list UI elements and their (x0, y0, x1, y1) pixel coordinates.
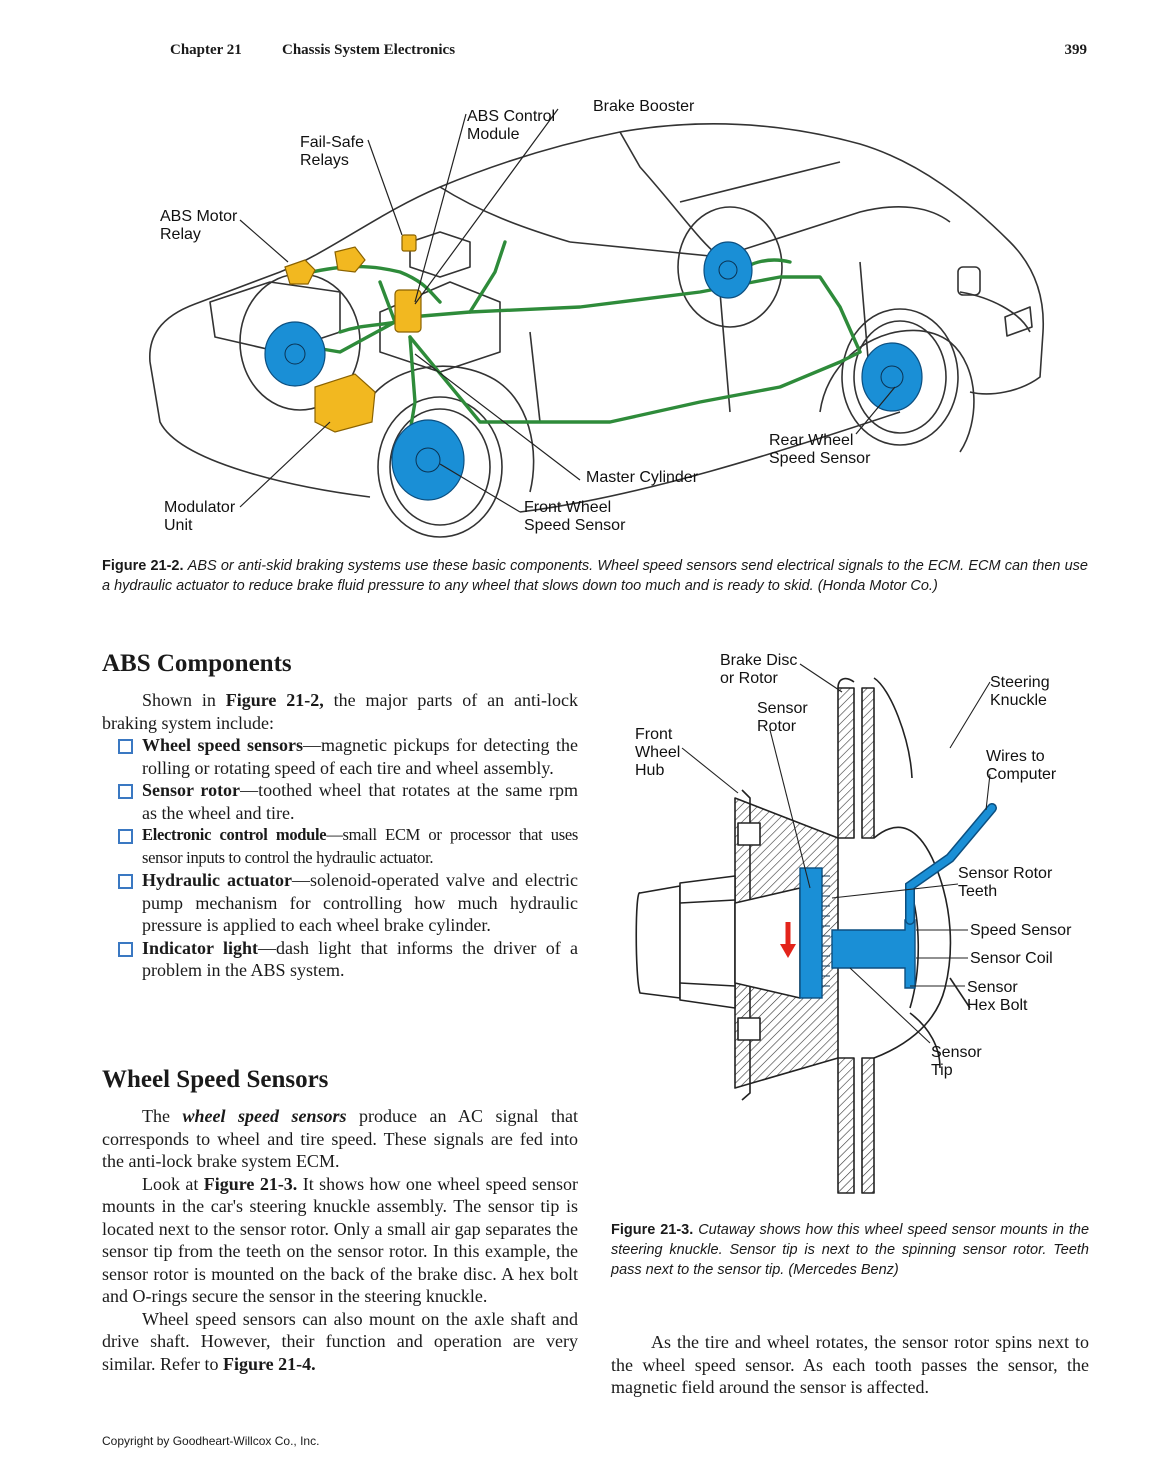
label-fail-safe-relays: Fail-Safe Relays (300, 134, 365, 169)
list-item: Hydraulic actuator—solenoid-operated val… (102, 869, 578, 937)
caption-text: Cutaway shows how this wheel speed senso… (611, 1222, 1090, 1278)
label-sensor-rotor-teeth: Sensor Rotor Teeth (958, 865, 1053, 900)
chapter-label: Chapter 21 (170, 42, 242, 58)
checkbox-bullet-icon (118, 739, 133, 754)
right-column-body: As the tire and wheel rotates, the senso… (611, 1331, 1089, 1399)
label-steering-knuckle: Steering Knuckle (990, 674, 1050, 709)
page-number: 399 (1064, 42, 1088, 58)
paragraph: Wheel speed sensors can also mount on th… (102, 1308, 578, 1374)
label-speed-sensor: Speed Sensor (970, 922, 1072, 939)
paragraph: The wheel speed sensors produce an AC si… (102, 1106, 579, 1171)
label-front-wheel-hub: Front Wheel Hub (635, 726, 681, 779)
label-sensor-coil: Sensor Coil (970, 950, 1053, 967)
list-item: Indicator light—dash light that informs … (102, 937, 578, 982)
checkbox-bullet-icon (118, 829, 133, 844)
caption-label: Figure 21-3. (611, 1222, 694, 1238)
label-abs-control-module: ABS Control Module (467, 108, 556, 143)
label-abs-motor-relay: ABS Motor Relay (160, 208, 238, 243)
figure-21-2-illustration: Brake Booster ABS Control Module Fail-Sa… (140, 92, 1100, 542)
checkbox-bullet-icon (118, 941, 133, 957)
chapter-title: Chassis System Electronics (282, 42, 456, 58)
figure-21-3-caption: Figure 21-3. Cutaway shows how this whee… (611, 1220, 1089, 1280)
section-heading-wheel-speed-sensors: Wheel Speed Sensors (102, 1066, 329, 1093)
sensor-cutaway-drawing (635, 663, 997, 1194)
caption-label: Figure 21-2. (102, 558, 184, 574)
checkbox-bullet-icon (118, 784, 133, 799)
label-wires-to-computer: Wires to Computer (986, 748, 1057, 783)
label-sensor-hex-bolt: Sensor Hex Bolt (967, 979, 1028, 1014)
section-heading-abs-components: ABS Components (102, 650, 292, 677)
label-sensor-rotor: Sensor Rotor (757, 700, 808, 735)
label-brake-disc: Brake Disc or Rotor (720, 652, 798, 687)
copyright-footer: Copyright by Goodheart-Willcox Co., Inc. (102, 1434, 320, 1448)
label-sensor-tip: Sensor Tip (931, 1044, 982, 1079)
list-item: Sensor rotor—toothed wheel that rotates … (102, 779, 578, 824)
list-item: Wheel speed sensors—magnetic pickups for… (102, 734, 578, 779)
figure-21-3-illustration: Brake Disc or Rotor Steering Knuckle Sen… (610, 648, 1090, 1208)
label-brake-booster: Brake Booster (593, 98, 695, 115)
paragraph: As the tire and wheel rotates, the senso… (611, 1332, 1089, 1397)
car-cutaway-drawing (149, 108, 1045, 538)
figure-21-2-caption: Figure 21-2. ABS or anti-skid braking sy… (102, 556, 1088, 596)
paragraph: Look at Figure 21-3. It shows how one wh… (102, 1173, 578, 1307)
list-item: Electronic control module—small ECM or p… (102, 824, 578, 869)
checkbox-bullet-icon (118, 874, 133, 889)
label-modulator-unit: Modulator Unit (164, 499, 236, 534)
label-front-wheel-speed-sensor: Front Wheel Speed Sensor (524, 499, 626, 534)
abs-components-intro: Shown in Figure 21-2, the major parts of… (102, 690, 578, 733)
wheel-speed-sensors-body: The wheel speed sensors produce an AC si… (102, 1105, 578, 1375)
abs-components-list: Wheel speed sensors—magnetic pickups for… (102, 734, 578, 982)
label-master-cylinder: Master Cylinder (586, 469, 699, 486)
label-rear-wheel-speed-sensor: Rear Wheel Speed Sensor (769, 432, 871, 467)
abs-components-body: Shown in Figure 21-2, the major parts of… (102, 689, 578, 982)
caption-text: ABS or anti-skid braking systems use the… (102, 558, 1089, 594)
